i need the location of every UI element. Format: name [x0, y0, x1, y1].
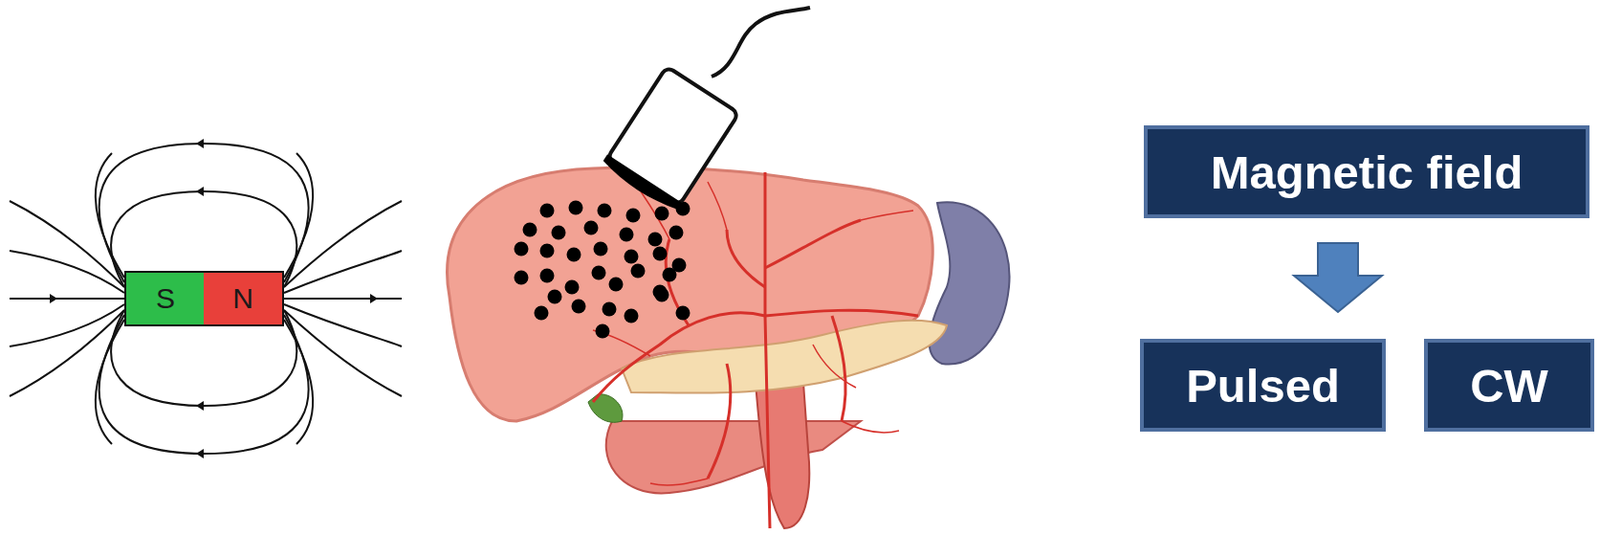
particle-dot — [653, 246, 668, 262]
particle-dot — [540, 203, 555, 219]
particle-dot — [551, 225, 567, 241]
particle-dot — [597, 203, 613, 219]
pole-label: N — [232, 282, 254, 315]
magnet-north-pole: N — [203, 270, 285, 327]
box-label: Pulsed — [1185, 358, 1340, 413]
particle-dot — [571, 299, 587, 314]
box-label: CW — [1469, 358, 1549, 413]
process-box: Pulsed — [1139, 338, 1386, 432]
particle-dot — [523, 222, 538, 238]
particle-dot — [569, 200, 584, 216]
particle-dot — [655, 287, 670, 303]
pole-label: S — [155, 282, 176, 315]
box-label: Magnetic field — [1210, 145, 1524, 199]
particle-dot — [624, 308, 639, 324]
particle-dot — [676, 306, 691, 321]
particle-dot — [602, 302, 617, 317]
ultrasound-probe — [599, 7, 811, 215]
particle-dot — [565, 280, 580, 295]
particle-dot — [631, 263, 646, 279]
particle-dot — [547, 289, 563, 305]
particle-dot — [648, 232, 663, 247]
process-box: Magnetic field — [1143, 125, 1590, 219]
particle-dot — [534, 306, 549, 321]
field-arrowheads — [49, 138, 378, 459]
particle-dot — [662, 267, 678, 283]
particle-dot — [609, 277, 624, 292]
particle-dot — [655, 206, 670, 221]
abdominal-organs — [447, 167, 1010, 528]
particle-dot — [584, 220, 599, 236]
particle-dot — [540, 243, 555, 259]
block-arrow — [1293, 242, 1382, 312]
particle-dot — [567, 247, 582, 263]
magnet-south-pole: S — [124, 270, 205, 327]
particle-dot — [591, 265, 607, 281]
particle-dot — [626, 208, 641, 223]
particle-dot — [619, 227, 635, 242]
magnetic-field-lines — [9, 143, 402, 454]
process-box: CW — [1424, 338, 1595, 432]
particle-dot — [514, 241, 529, 257]
particle-dot — [624, 249, 639, 264]
particle-dot — [540, 268, 555, 284]
particle-dot — [593, 241, 609, 257]
particle-dot — [514, 270, 529, 285]
particle-dot — [669, 225, 684, 241]
particle-dots — [514, 200, 691, 339]
particle-dot — [595, 324, 611, 339]
